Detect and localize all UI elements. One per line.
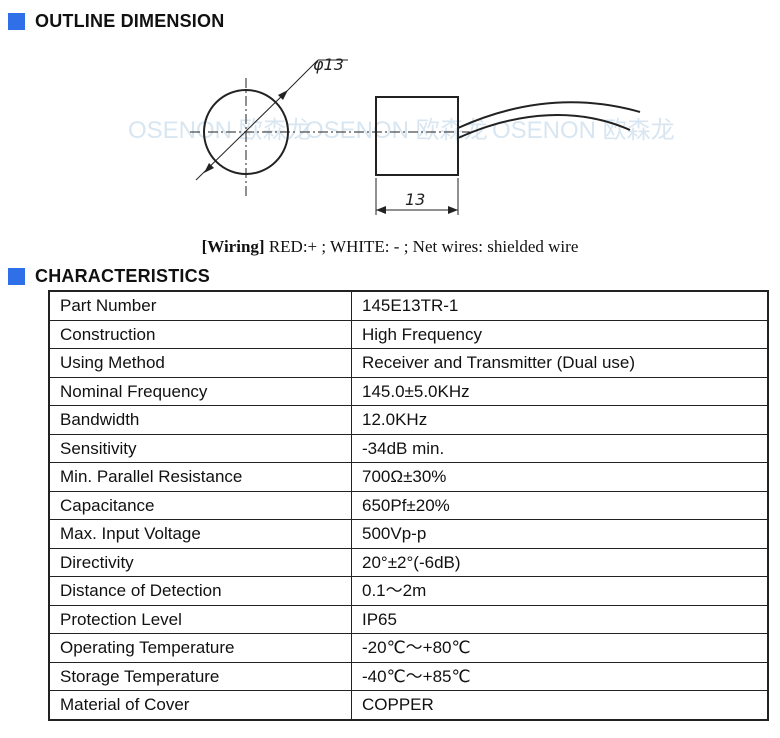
table-row: Storage Temperature-40℃～+85℃ xyxy=(48,661,769,691)
spec-key: Min. Parallel Resistance xyxy=(48,462,352,492)
section-marker-icon xyxy=(8,268,25,285)
watermark-2: OSENON 欧森龙 xyxy=(305,117,488,144)
section-marker-icon xyxy=(8,13,25,30)
spec-value: -34dB min. xyxy=(351,433,769,463)
spec-key: Distance of Detection xyxy=(48,576,352,606)
spec-key: Directivity xyxy=(48,547,352,577)
wiring-label: [Wiring] xyxy=(201,237,265,256)
spec-key: Using Method xyxy=(48,348,352,378)
spec-key: Capacitance xyxy=(48,490,352,520)
outline-section-header: OUTLINE DIMENSION xyxy=(8,11,224,32)
side-view xyxy=(300,96,641,215)
spec-value: 145.0±5.0KHz xyxy=(351,376,769,406)
spec-key: Part Number xyxy=(48,290,352,321)
spec-key: Bandwidth xyxy=(48,405,352,435)
spec-key: Max. Input Voltage xyxy=(48,519,352,549)
table-row: Sensitivity-34dB min. xyxy=(48,433,769,463)
spec-value: IP65 xyxy=(351,604,769,634)
spec-value: 700Ω±30% xyxy=(351,462,769,492)
spec-value: 12.0KHz xyxy=(351,405,769,435)
spec-value: -40℃～+85℃ xyxy=(351,661,769,691)
characteristics-section-header: CHARACTERISTICS xyxy=(8,266,210,287)
spec-key: Material of Cover xyxy=(48,690,352,720)
spec-key: Protection Level xyxy=(48,604,352,634)
spec-value: 500Vp-p xyxy=(351,519,769,549)
spec-key: Storage Temperature xyxy=(48,661,352,691)
spec-value: Receiver and Transmitter (Dual use) xyxy=(351,348,769,378)
wiring-note: [Wiring] RED:+ ; WHITE: - ; Net wires: s… xyxy=(0,237,780,257)
spec-value: High Frequency xyxy=(351,319,769,349)
diameter-label: φ13 xyxy=(313,55,344,74)
spec-value: 650Pf±20% xyxy=(351,490,769,520)
spec-key: Nominal Frequency xyxy=(48,376,352,406)
watermark-1: OSENON 欧森龙 xyxy=(128,117,311,144)
outline-drawing: OSENON 欧森龙 OSENON 欧森龙 OSENON 欧森龙 φ13 13 xyxy=(128,55,675,215)
spec-value: 20°±2°(-6dB) xyxy=(351,547,769,577)
length-label: 13 xyxy=(405,190,425,209)
section-title: CHARACTERISTICS xyxy=(35,266,211,286)
wiring-text: RED:+ ; WHITE: - ; Net wires: shielded w… xyxy=(264,237,579,256)
spec-value: 145E13TR-1 xyxy=(351,290,769,321)
spec-value: -20℃～+80℃ xyxy=(351,633,769,663)
table-row: Operating Temperature-20℃～+80℃ xyxy=(48,633,769,663)
spec-key: Operating Temperature xyxy=(48,633,352,663)
spec-key: Construction xyxy=(48,319,352,349)
section-title: OUTLINE DIMENSION xyxy=(35,11,225,31)
front-view xyxy=(190,59,348,198)
spec-key: Sensitivity xyxy=(48,433,352,463)
spec-value: 0.1～2m xyxy=(351,576,769,606)
watermark-3: OSENON 欧森龙 xyxy=(492,117,675,144)
spec-value: COPPER xyxy=(351,690,769,720)
